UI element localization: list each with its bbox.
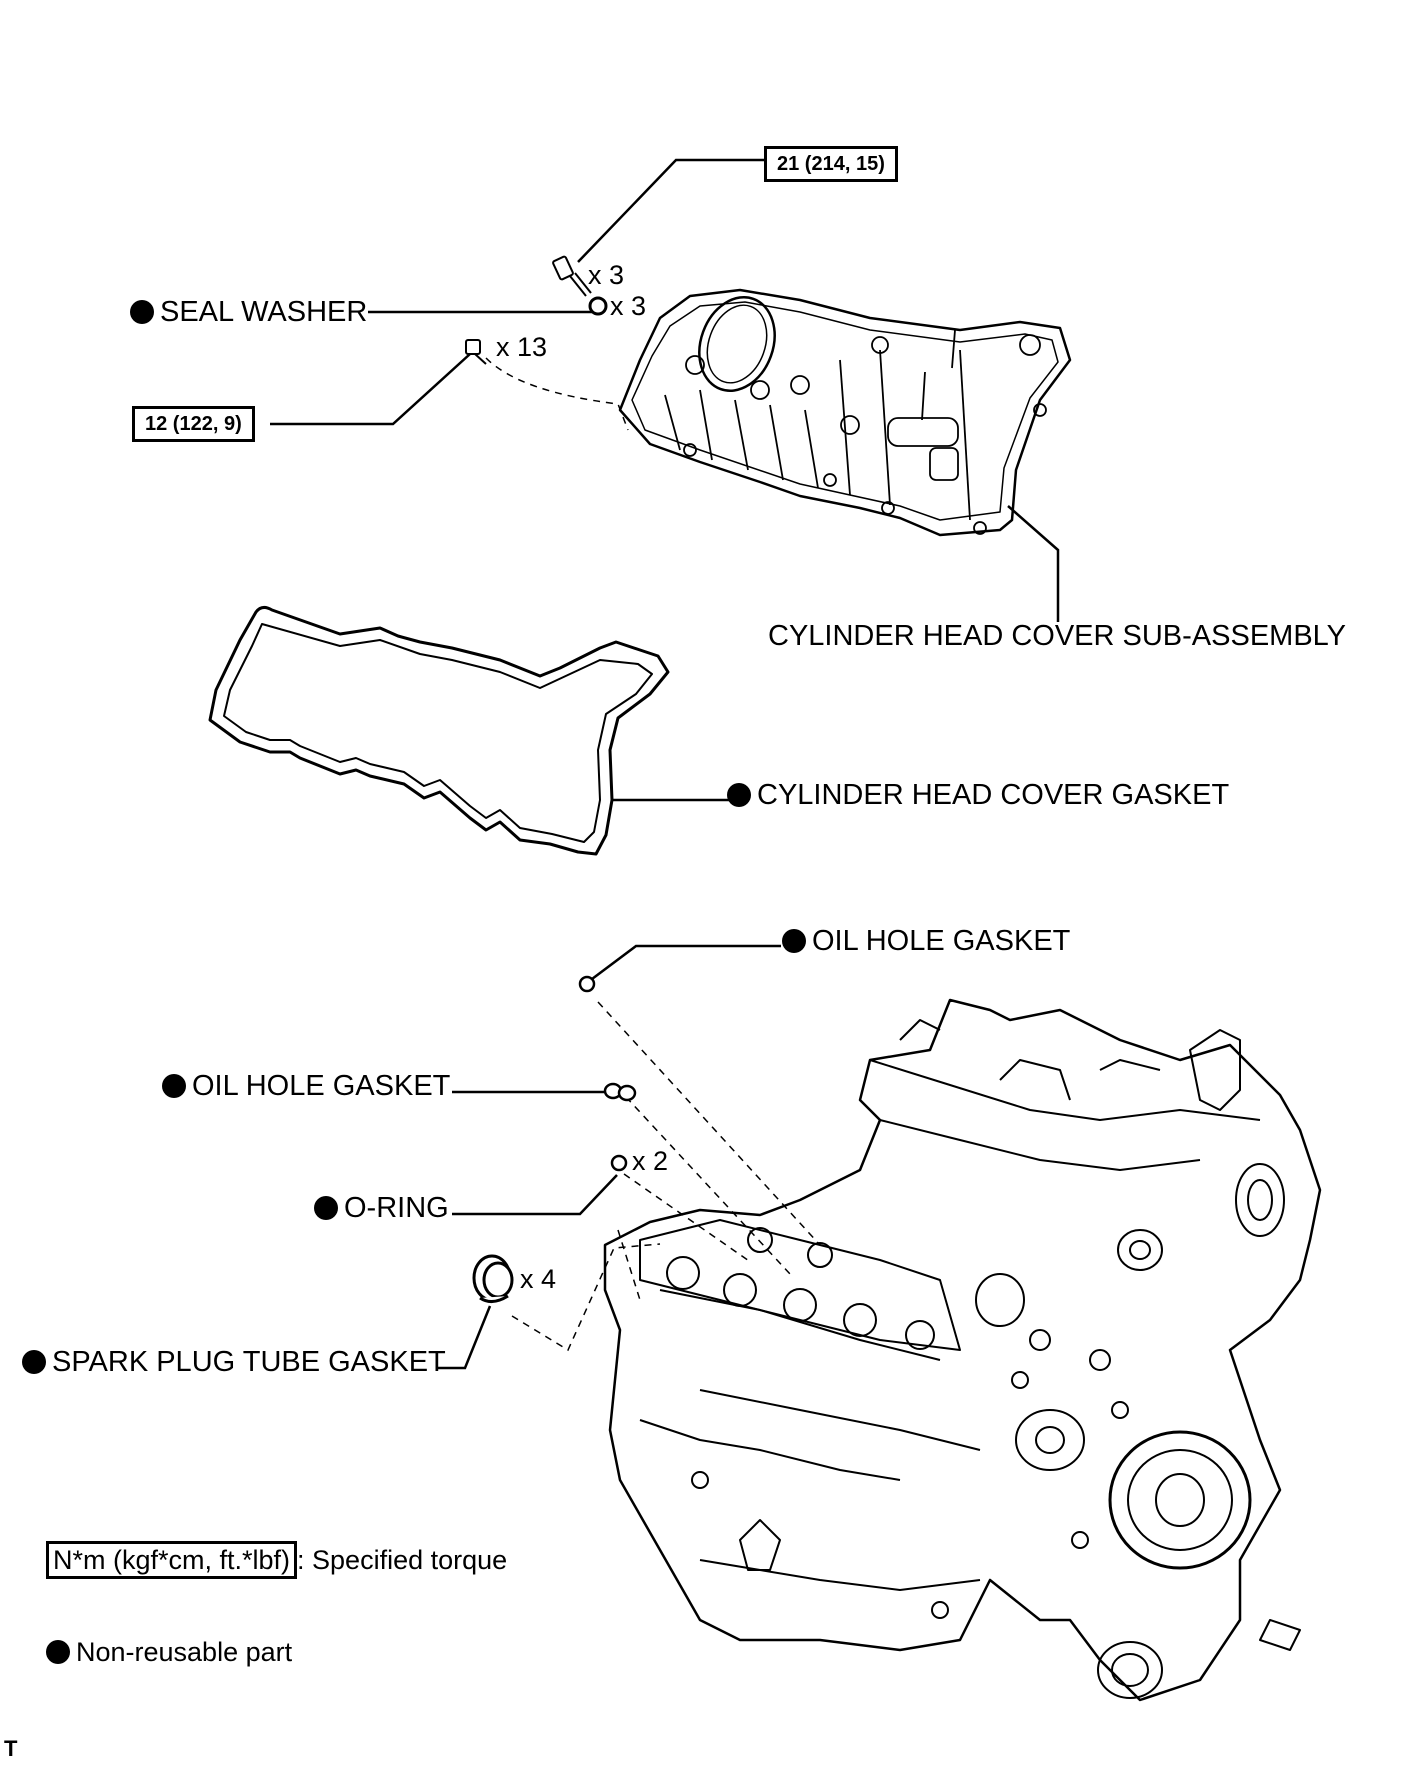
cover-bolt-quantity: x 13 [496,332,548,362]
seal-washer-quantity: x 3 [610,291,647,321]
seal-washer-drawing [588,296,608,316]
oil-hole-gasket-lower-label: OIL HOLE GASKET [162,1070,450,1102]
legend-torque: N*m (kgf*cm, ft.*lbf): Specified torque [46,1541,507,1579]
non-reusable-icon [22,1350,46,1374]
oil-hole-gasket-lower-text: OIL HOLE GASKET [192,1070,451,1102]
o-ring-quantity: x 2 [632,1146,669,1176]
leader-spark-plug-tube [436,1305,492,1370]
top-bolt-drawing [552,255,592,297]
torque-spec-cover-bolt: 12 (122, 9) [132,406,255,442]
spark-plug-tube-gasket-text: SPARK PLUG TUBE GASKET [52,1346,446,1378]
o-ring-drawing [610,1154,628,1172]
leader-oil-hole-upper [587,944,781,983]
cover-bolt-drawing [465,339,487,365]
dashed-guides [485,357,821,1352]
cylinder-head-cover-gasket-drawing [208,605,670,856]
non-reusable-icon [782,929,806,953]
engine-block-drawing [603,998,1322,1702]
leader-top-bolt [577,158,765,263]
non-reusable-icon [314,1196,338,1220]
legend-non-reusable: Non-reusable part [46,1636,292,1668]
cylinder-head-cover-gasket-label: CYLINDER HEAD COVER GASKET [727,779,1229,811]
leader-o-ring [452,1174,618,1216]
cylinder-head-cover-label: CYLINDER HEAD COVER SUB-ASSEMBLY [768,620,1346,652]
non-reusable-icon [130,300,154,324]
legend-torque-desc: : Specified torque [297,1545,508,1575]
spark-plug-tube-gasket-drawing [472,1254,514,1303]
leader-cover-bolt [270,353,471,426]
oil-hole-gasket-upper-label: OIL HOLE GASKET [782,925,1070,957]
non-reusable-icon [46,1640,70,1664]
spark-plug-tube-gasket-label: SPARK PLUG TUBE GASKET [22,1346,446,1378]
non-reusable-icon [162,1074,186,1098]
leader-lines [270,158,1060,1370]
oil-hole-gasket-lower-drawing [603,1082,637,1102]
oil-hole-gasket-upper-text: OIL HOLE GASKET [812,925,1071,957]
legend-torque-unit: N*m (kgf*cm, ft.*lbf) [46,1541,298,1579]
non-reusable-icon [727,783,751,807]
seal-washer-label: SEAL WASHER [130,296,367,328]
o-ring-text: O-RING [344,1192,449,1224]
o-ring-label: O-RING [314,1192,449,1224]
spark-plug-tube-gasket-quantity: x 4 [520,1264,557,1294]
legend-non-reusable-text: Non-reusable part [76,1637,293,1667]
leader-cover-assembly [1007,505,1060,622]
cylinder-head-cover-drawing [618,288,1072,537]
cylinder-head-cover-gasket-text: CYLINDER HEAD COVER GASKET [757,779,1230,811]
top-bolt-quantity: x 3 [588,260,625,290]
seal-washer-text: SEAL WASHER [160,296,368,328]
corner-mark: T [4,1736,18,1761]
oil-hole-gasket-upper-drawing [578,975,596,993]
torque-spec-top-bolt: 21 (214, 15) [764,146,898,182]
